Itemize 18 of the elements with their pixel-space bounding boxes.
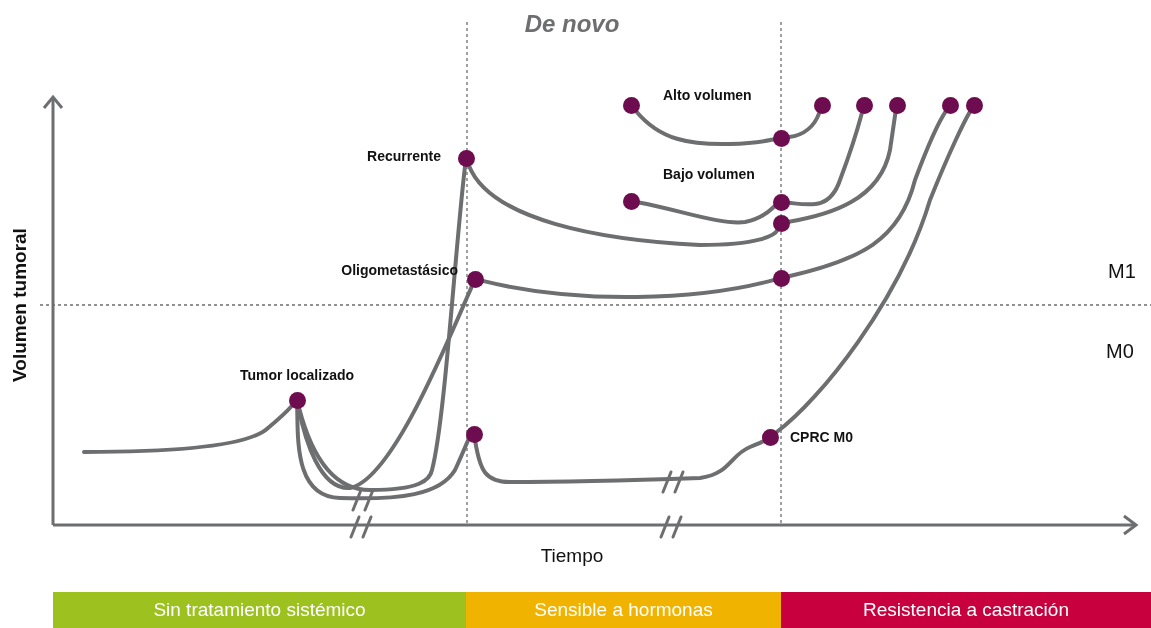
progression-curve bbox=[634, 109, 776, 147]
progression-curve bbox=[774, 109, 972, 435]
phase-band: Sin tratamiento sistémico bbox=[53, 592, 466, 628]
phase-band: Sensible a hormonas bbox=[466, 592, 781, 628]
stage-label: CPRC M0 bbox=[790, 430, 854, 444]
zone-label: M1 bbox=[1108, 259, 1136, 284]
stage-label: Recurrente bbox=[366, 149, 441, 163]
stage-label: Tumor localizado bbox=[238, 368, 356, 382]
title: De novo bbox=[523, 9, 621, 39]
x-axis-label: Tiempo bbox=[539, 544, 605, 568]
zone-label: M0 bbox=[1106, 339, 1134, 364]
phase-band: Resistencia a castración bbox=[781, 592, 1151, 628]
progression-curve bbox=[82, 404, 294, 454]
curve-label: Bajo volumen bbox=[663, 167, 755, 181]
progression-curve bbox=[295, 406, 471, 501]
curve-label: Alto volumen bbox=[663, 88, 752, 102]
y-axis-label: Volumen tumoral bbox=[7, 228, 31, 382]
progression-curve bbox=[473, 439, 766, 484]
